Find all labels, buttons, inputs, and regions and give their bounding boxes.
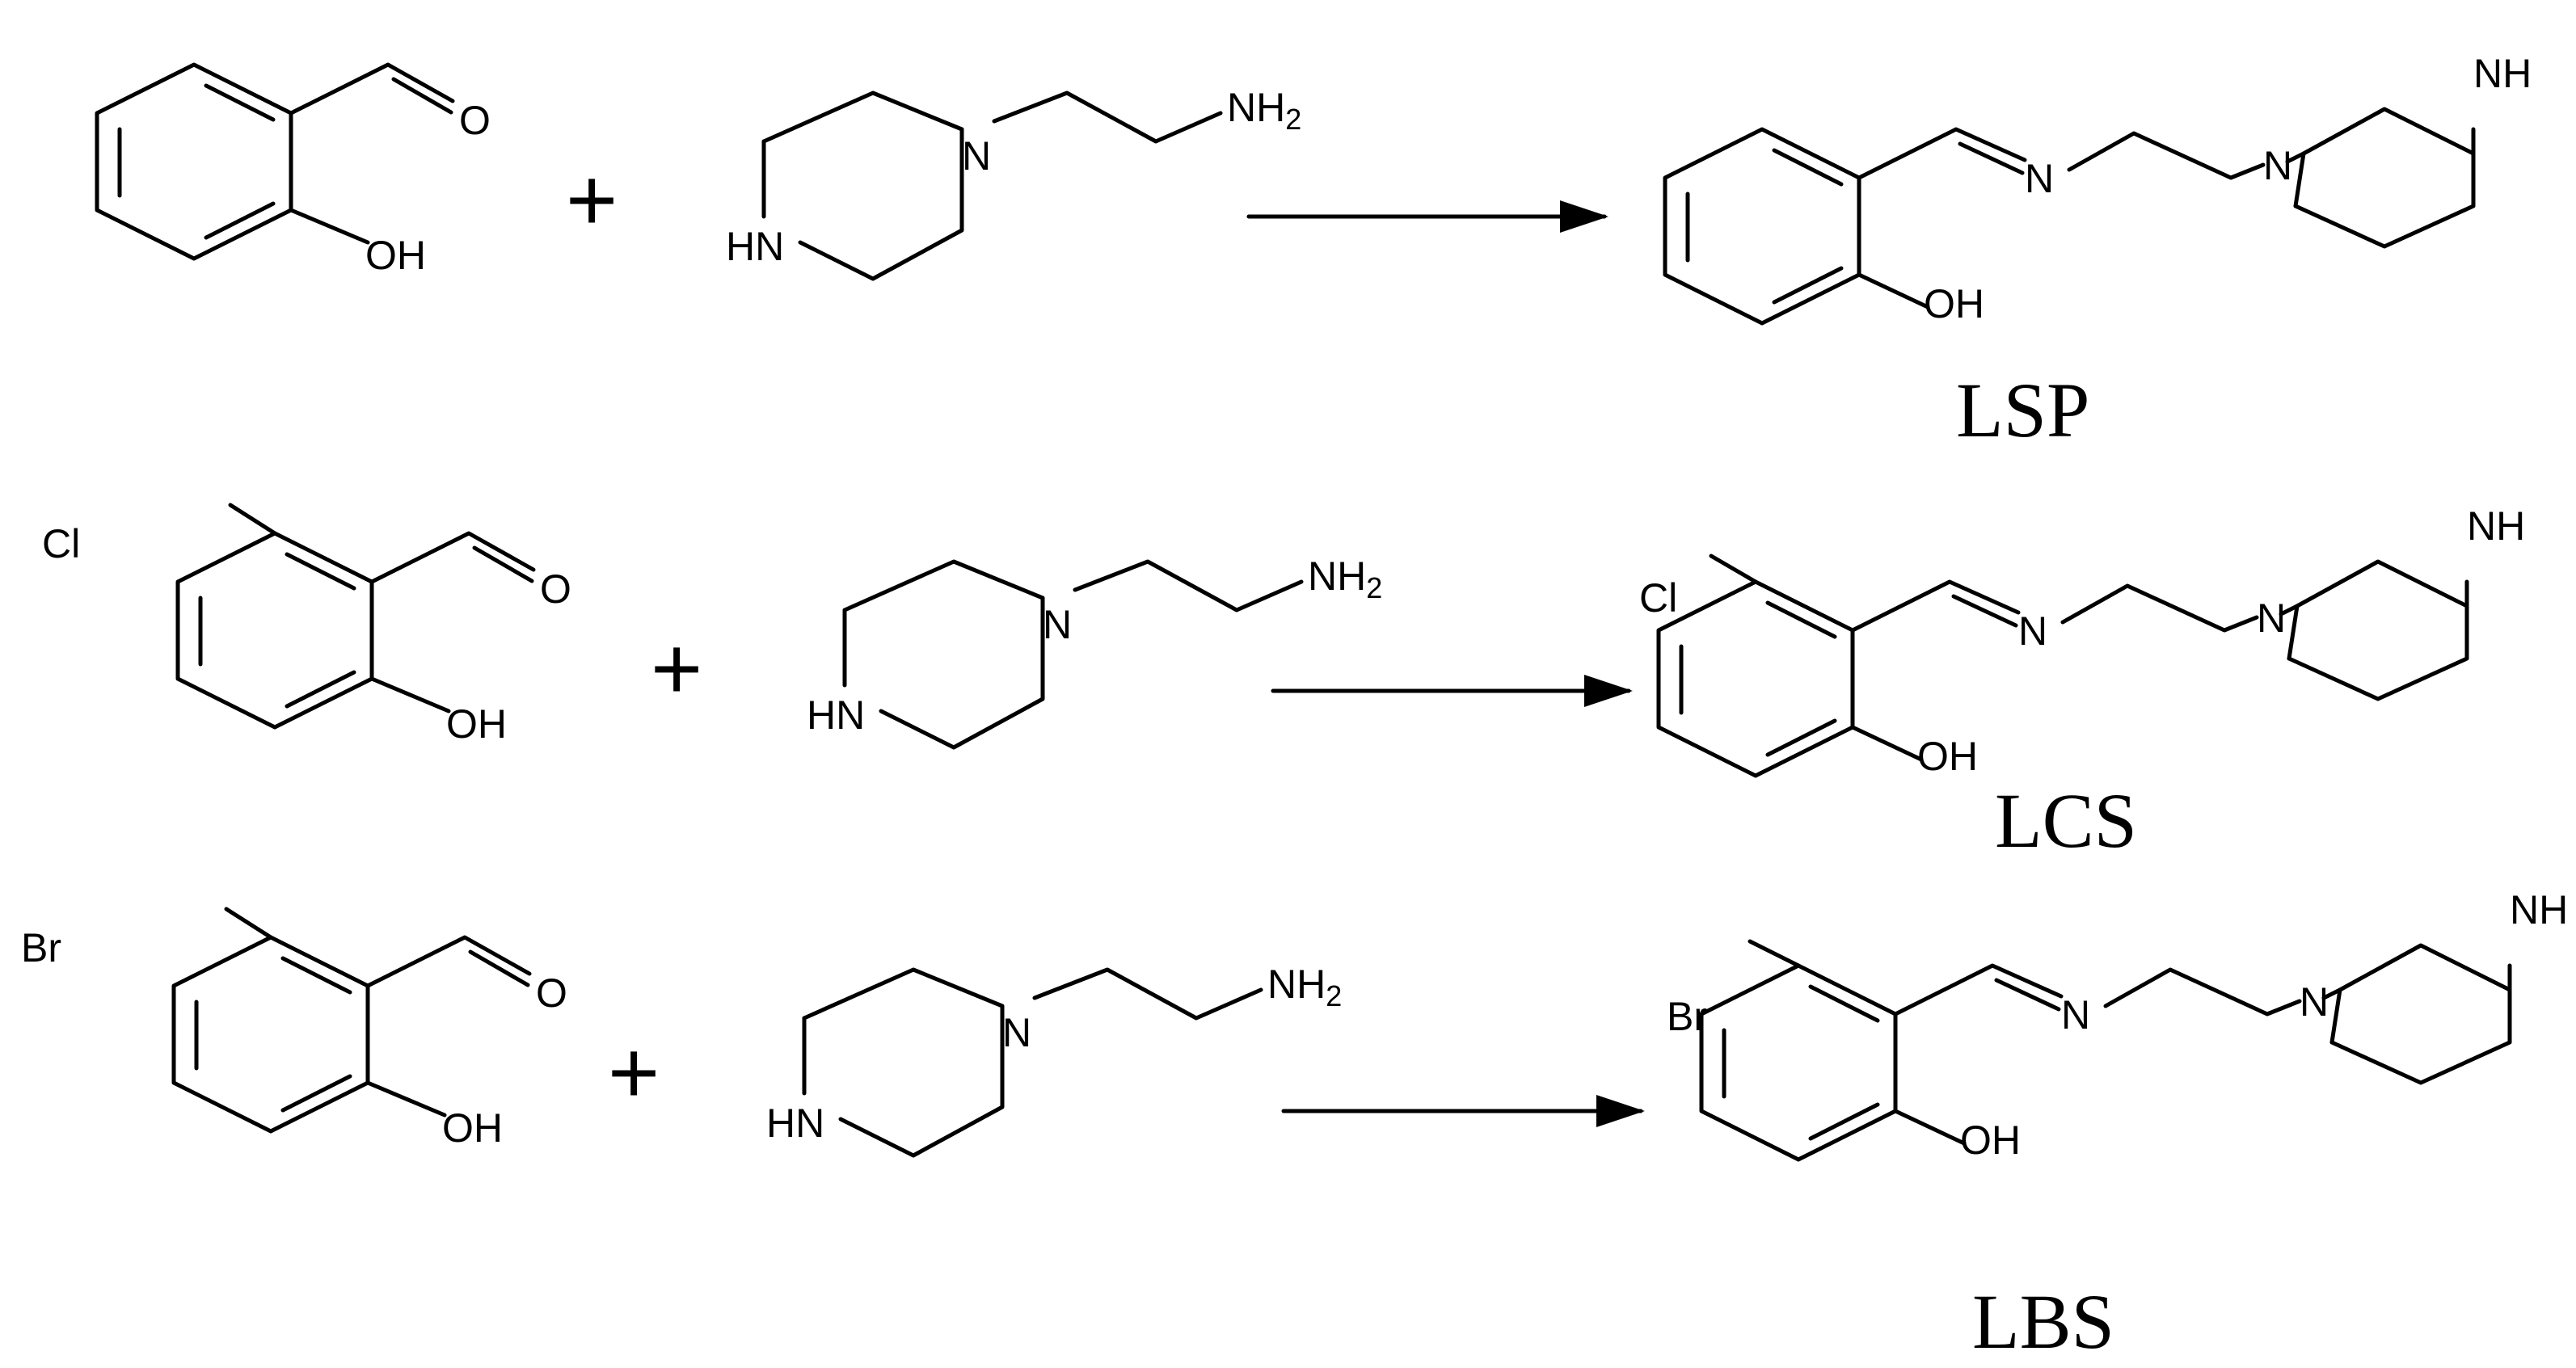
atom-label-nh: NH [2473, 51, 2532, 96]
atom-label-nh2: NH2 [1227, 85, 1301, 136]
lcs-structure [1659, 562, 2467, 776]
amine-structure [845, 562, 1301, 747]
atom-label-o: O [459, 98, 491, 143]
atom-label-oh: OH [365, 233, 426, 278]
product-name: LSP [1956, 367, 2089, 453]
atom-label-n: N [962, 133, 991, 179]
atom-label-oh: OH [1960, 1118, 2021, 1163]
5-bromosalicylaldehyde-structure [174, 937, 529, 1131]
atom-label-n: N [1043, 602, 1072, 647]
atom-label-imine-n: N [2025, 156, 2054, 201]
lsp-structure [1665, 109, 2473, 323]
atom-label-n: N [1002, 1010, 1031, 1055]
atom-label-oh: OH [1917, 734, 1978, 779]
atom-label-o: O [536, 970, 567, 1016]
atom-label-o: O [540, 566, 571, 612]
atom-label-nh2: NH2 [1308, 554, 1382, 604]
atom-label-nh: NH [2510, 887, 2568, 932]
atom-label-imine-n: N [2061, 992, 2090, 1038]
atom-label-hn: HN [726, 224, 784, 269]
plus-sign: + [566, 150, 618, 250]
reaction-row-lbs: O OH Br + N HN NH2 N OH N NH Br LBS [21, 887, 2568, 1365]
atom-label-nh: NH [2467, 503, 2525, 549]
atom-label-cl: Cl [42, 521, 80, 566]
reaction-row-lsp: O OH + N HN NH2 N OH N NH LSP [97, 51, 2532, 453]
atom-label-br: Br [21, 925, 61, 970]
product-name: LCS [1995, 777, 2137, 864]
atom-label-n: N [2257, 596, 2286, 641]
plus-sign: + [651, 619, 702, 718]
amine-structure [764, 93, 1221, 279]
salicylaldehyde-structure [97, 65, 453, 259]
atom-label-nh2: NH2 [1267, 962, 1342, 1012]
atom-label-br: Br [1667, 994, 1707, 1039]
atom-label-hn: HN [807, 692, 865, 738]
atom-label-oh: OH [446, 701, 507, 747]
reaction-row-lcs: O OH Cl + N HN NH2 N OH N NH Cl LCS [42, 503, 2525, 864]
atom-label-n: N [2300, 979, 2329, 1025]
product-name: LBS [1972, 1278, 2114, 1365]
atom-label-n: N [2263, 143, 2292, 188]
atom-label-imine-n: N [2018, 608, 2047, 654]
lbs-structure [1701, 945, 2510, 1160]
amine-structure [804, 970, 1261, 1155]
atom-label-oh: OH [442, 1105, 503, 1151]
atom-label-oh: OH [1924, 281, 1984, 326]
atom-label-cl: Cl [1639, 575, 1677, 621]
5-chlorosalicylaldehyde-structure [178, 533, 533, 727]
plus-sign: + [608, 1023, 660, 1122]
atom-label-hn: HN [766, 1101, 824, 1146]
